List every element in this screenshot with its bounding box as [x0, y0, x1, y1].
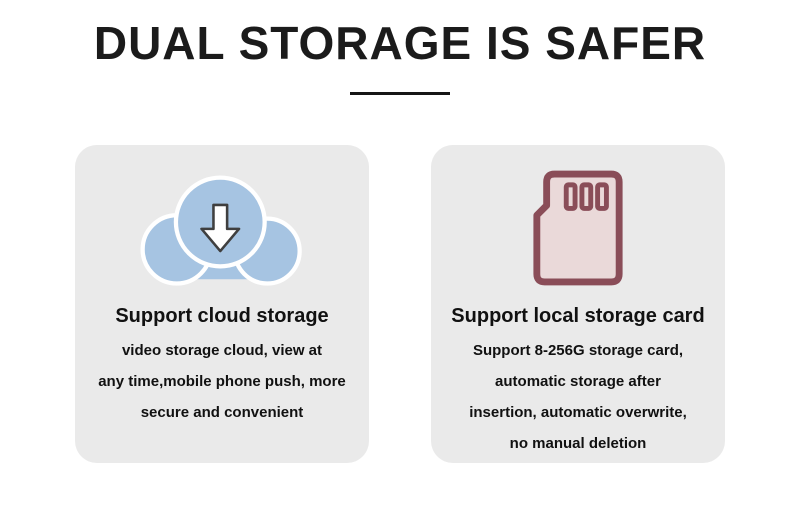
- local-storage-card: Support local storage card Support 8-256…: [431, 145, 725, 463]
- cloud-icon-wrap: [75, 153, 369, 303]
- local-card-line-2: automatic storage after: [495, 373, 661, 390]
- cloud-card-line-2: any time,mobile phone push, more: [98, 373, 346, 390]
- sd-card-slot-1: [563, 182, 578, 211]
- sd-card-slot-3: [595, 182, 609, 211]
- download-arrow-icon: [200, 203, 241, 253]
- title-divider: [350, 92, 450, 95]
- sd-card-slot-2: [579, 182, 594, 211]
- page-title: DUAL STORAGE IS SAFER: [93, 17, 707, 69]
- cloud-card-heading: Support cloud storage: [115, 305, 329, 327]
- cloud-card-line-1: video storage cloud, view at: [121, 342, 323, 359]
- local-card-line-3: insertion, automatic overwrite,: [469, 404, 687, 421]
- cloud-download-icon: [140, 175, 302, 286]
- cloud-storage-card: Support cloud storage video storage clou…: [75, 145, 369, 463]
- local-card-heading: Support local storage card: [451, 305, 705, 327]
- cloud-card-line-3: secure and convenient: [140, 404, 304, 421]
- sd-card-icon: [533, 170, 623, 286]
- cards-row: Support cloud storage video storage clou…: [0, 145, 800, 463]
- sd-icon-wrap: [431, 153, 725, 303]
- local-card-line-1: Support 8-256G storage card,: [472, 342, 684, 359]
- local-card-line-4: no manual deletion: [509, 435, 647, 452]
